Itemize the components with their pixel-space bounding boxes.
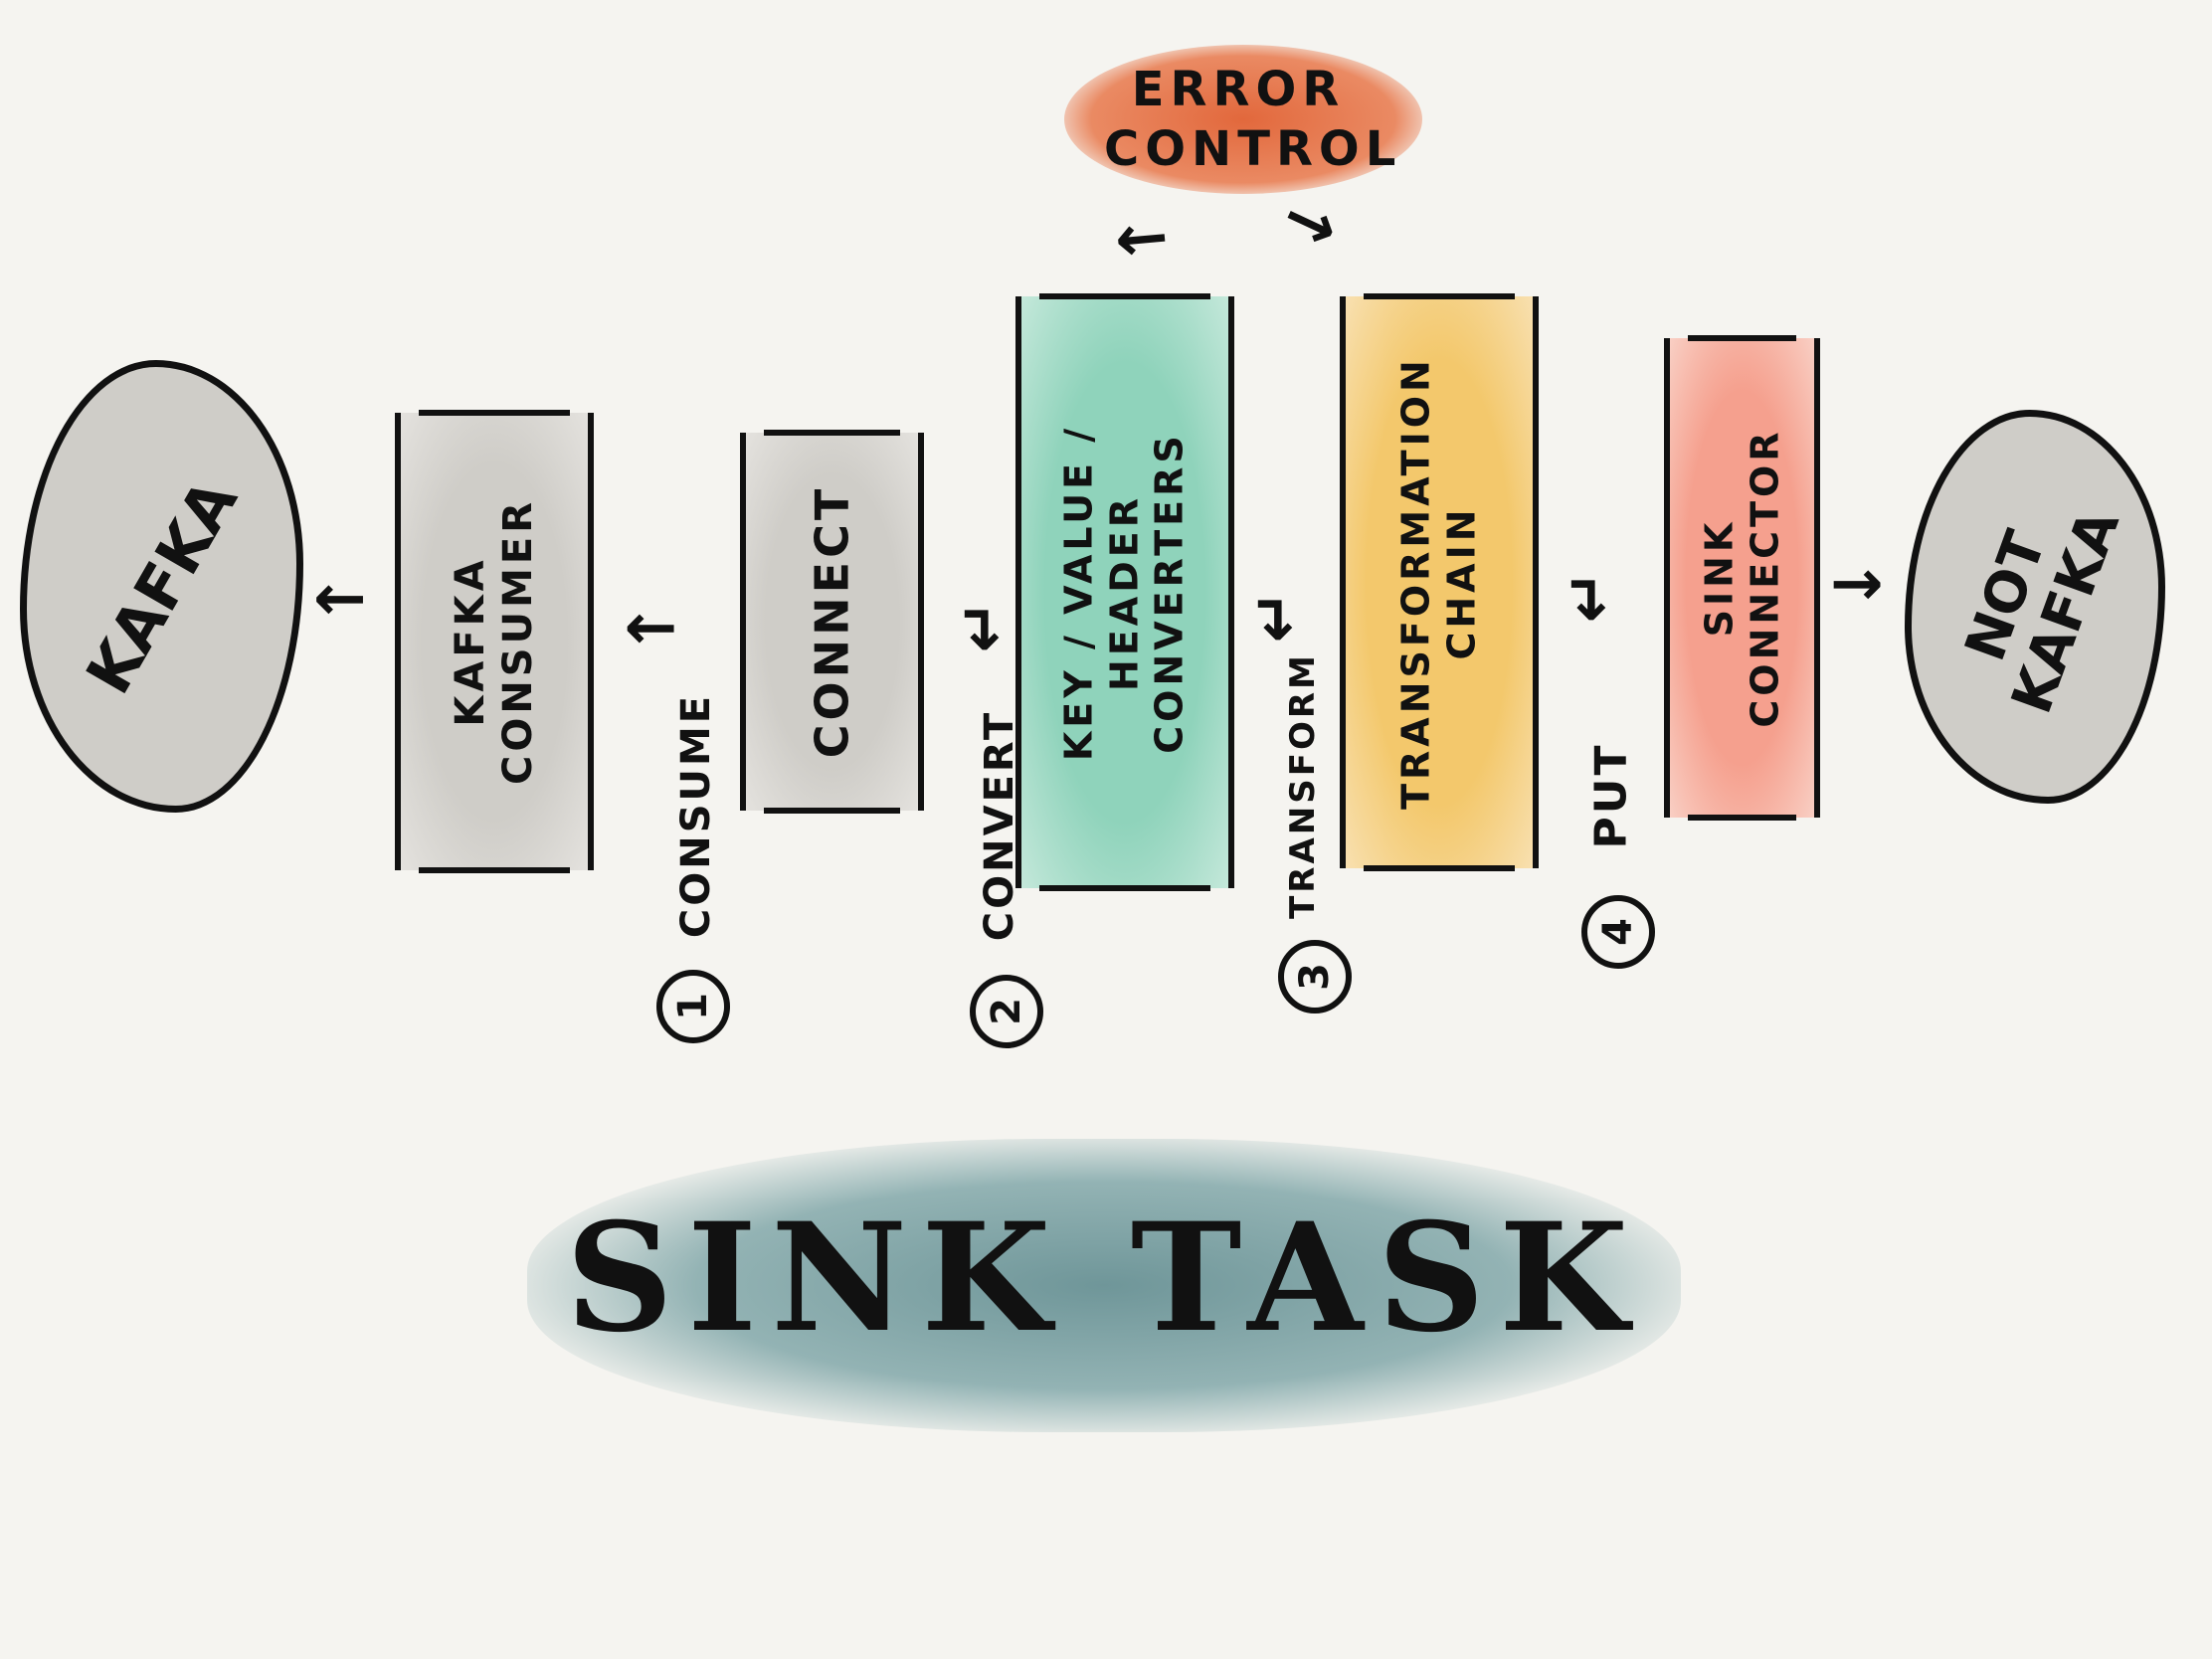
converters-box: KEY / VALUE / HEADER CONVERTERS xyxy=(1015,293,1234,891)
arrow-to-kafka: ← xyxy=(313,562,367,636)
step-2-badge: 2 xyxy=(970,975,1043,1048)
kafka-cloud: KAFKA xyxy=(20,360,303,813)
step-4-badge: 4 xyxy=(1581,895,1655,969)
arrow-to-not-kafka: → xyxy=(1830,547,1884,621)
arrow-put: ↴ xyxy=(1557,562,1610,636)
sink-task-title: SINK TASK xyxy=(565,1191,1643,1366)
sink-connector-label: SINK CONNECTOR xyxy=(1696,428,1786,728)
sink-task-blob xyxy=(527,1139,1681,1432)
step-1-badge: 1 xyxy=(656,970,730,1043)
step-3-badge: 3 xyxy=(1278,940,1352,1014)
error-control-blob xyxy=(1064,45,1422,194)
not-kafka-cloud: NOT KAFKA xyxy=(1905,410,2165,804)
kafka-consumer-label: KAFKA CONSUMER xyxy=(448,497,541,786)
step-put-label: PUT xyxy=(1585,742,1637,849)
step-consume-label: CONSUME xyxy=(673,692,719,939)
arrow-consume: ↓ xyxy=(611,602,685,655)
converters-label: KEY / VALUE / HEADER CONVERTERS xyxy=(1056,424,1192,761)
transformation-chain-label: TRANSFORMATION CHAIN xyxy=(1393,355,1483,810)
transformation-chain-box: TRANSFORMATION CHAIN xyxy=(1340,293,1539,871)
error-control-label: ERROR CONTROL xyxy=(1104,62,1402,177)
connect-label: CONNECT xyxy=(804,484,858,759)
arrow-transform: ↴ xyxy=(1243,582,1297,655)
step-transform-label: TRANSFORM xyxy=(1283,652,1323,919)
arrow-to-transformation: ↘ xyxy=(1271,182,1348,270)
kafka-label: KAFKA xyxy=(71,466,252,705)
arrow-convert: ↴ xyxy=(950,592,1004,665)
arrow-to-converters: ↙ xyxy=(1096,195,1186,286)
sink-connector-box: SINK CONNECTOR xyxy=(1664,335,1820,821)
connect-box: CONNECT xyxy=(740,430,924,814)
kafka-consumer-box: KAFKA CONSUMER xyxy=(395,410,594,873)
not-kafka-label: NOT KAFKA xyxy=(1952,501,2132,722)
